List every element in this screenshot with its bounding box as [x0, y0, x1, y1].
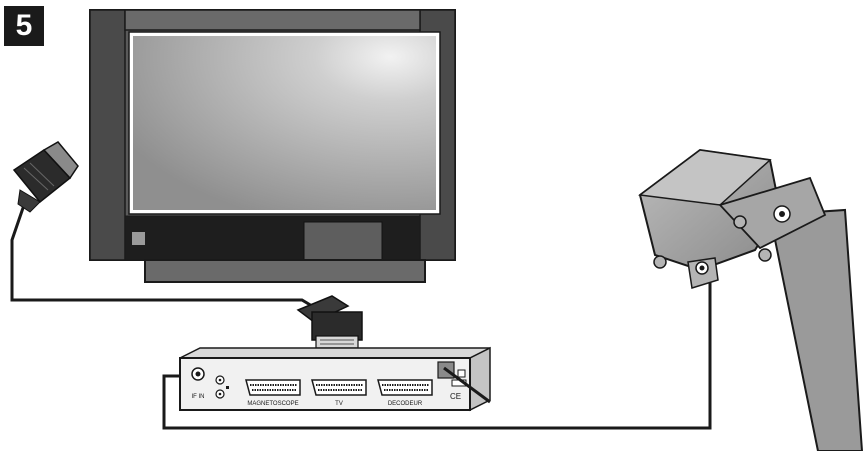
bolt-icon — [758, 248, 772, 262]
scart-socket-vcr: MAGNETOSCOPE — [245, 379, 301, 407]
satellite-receiver: IF IN MAGNETOSCOPE TV — [179, 346, 491, 412]
bolt-icon — [733, 215, 747, 229]
scart-socket-tv: TV — [311, 379, 367, 407]
step-number-badge: 5 — [4, 6, 44, 46]
lnb-clamp — [718, 176, 827, 250]
decoder-port-label: DECODEUR — [388, 401, 423, 407]
tv-left-panel — [89, 9, 126, 261]
tv-stand — [144, 259, 426, 283]
television — [89, 9, 456, 283]
tv-top-bezel — [124, 9, 421, 31]
lnb-support-arm — [768, 208, 864, 452]
scart-cable — [10, 141, 363, 349]
power-cord — [443, 366, 491, 404]
tv-front-panel-door — [303, 221, 383, 261]
scart-plug-tv — [12, 141, 79, 213]
bolt-icon — [653, 255, 667, 269]
tv-screen — [133, 36, 436, 210]
vcr-port-label: MAGNETOSCOPE — [247, 401, 298, 407]
satellite-lnb — [638, 148, 864, 452]
tv-power-button — [132, 232, 145, 245]
tv-port-label: TV — [335, 401, 343, 407]
scart-socket-decoder: DECODEUR — [377, 379, 433, 407]
if-in-label: IF IN — [192, 394, 205, 400]
coax-cable — [162, 272, 712, 430]
ce-mark: CE — [450, 392, 461, 401]
scart-plug-receiver — [296, 295, 363, 349]
receiver-top — [179, 347, 491, 359]
scart-cable-wire — [10, 204, 323, 314]
